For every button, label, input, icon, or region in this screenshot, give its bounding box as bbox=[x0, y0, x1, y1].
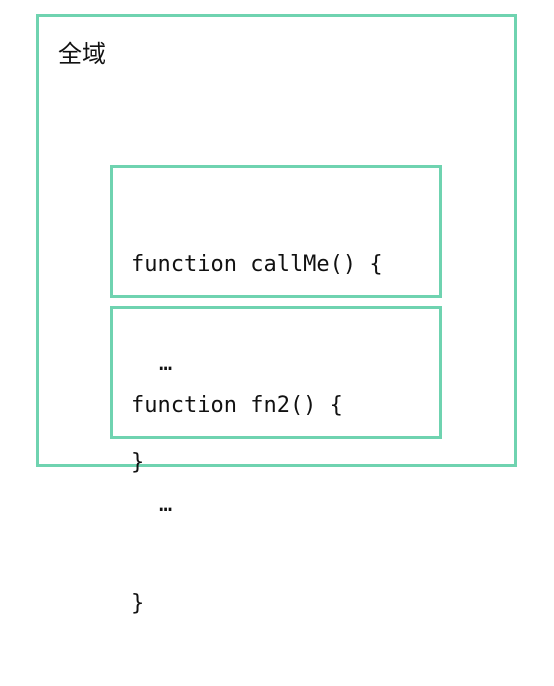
function-header: function callMe() { bbox=[131, 252, 383, 277]
function-body: … bbox=[159, 351, 173, 376]
function-footer: } bbox=[131, 450, 145, 475]
function-code-fn2: function fn2() { … } bbox=[131, 323, 343, 686]
function-box-fn2: function fn2() { … } bbox=[110, 306, 442, 616]
function-header: function fn2() { bbox=[131, 393, 343, 418]
global-scope-label: 全域 bbox=[58, 40, 106, 68]
function-body: … bbox=[159, 492, 173, 517]
function-code-callme: function callMe() { … } bbox=[131, 182, 383, 545]
global-scope-box bbox=[36, 14, 517, 467]
function-box-callme: function callMe() { … } bbox=[110, 165, 442, 475]
function-footer: } bbox=[131, 591, 145, 616]
